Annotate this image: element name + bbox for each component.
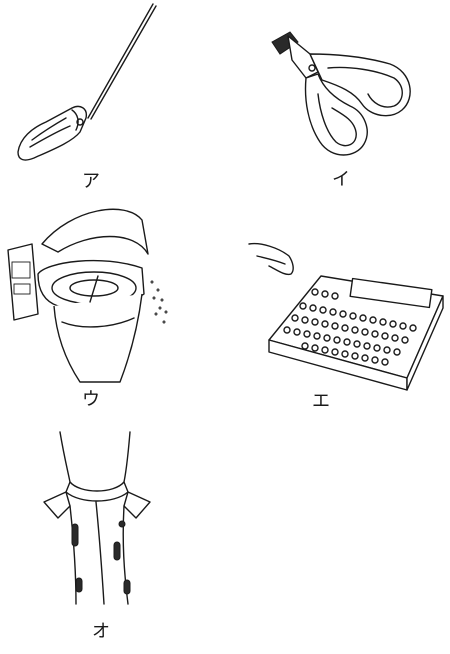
label-i: イ [332,169,350,190]
label-e: エ [312,391,330,412]
label-a: ア [82,171,100,192]
bidet-toilet-seat-icon [7,208,168,383]
figure-i [262,20,422,170]
figure-o [40,431,160,610]
large-key-keyboard-device-icon [248,242,444,391]
figure-e [245,240,445,391]
label-o: オ [92,621,110,642]
figure-a [10,0,170,170]
long-handled-shoehorn-icon [17,3,157,161]
label-u: ウ [82,389,100,410]
figure-u [2,202,180,387]
loop-handle-scissors-icon [271,31,411,156]
shirt-collar-loop-buttons-icon [43,431,151,605]
